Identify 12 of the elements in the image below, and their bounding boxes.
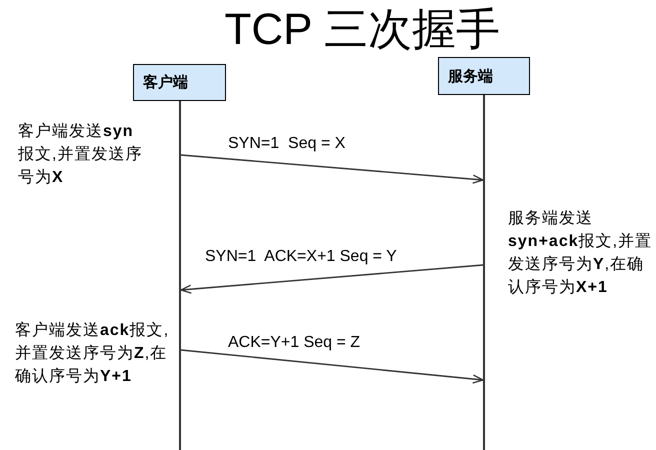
message-label: SYN=1 ACK=X+1 Seq = Y (205, 247, 397, 267)
message-label: ACK=Y+1 Seq = Z (228, 333, 360, 353)
message-label: SYN=1 Seq = X (228, 134, 346, 154)
participant-box: 客户端 (133, 64, 226, 101)
diagram-title: TCP 三次握手 (224, 4, 500, 56)
message-arrow (180, 154, 484, 184)
participant-box: 服务端 (438, 57, 530, 95)
message-arrow (180, 264, 484, 294)
annotation-text: 客户端发送syn报文,并置发送序号为X (18, 122, 144, 188)
annotation-text: 服务端发送syn+ack报文,并置发送序号为Y,在确认序号为X+1 (508, 208, 654, 298)
annotation-text: 客户端发送ack报文,并置发送序号为Z,在确认序号为Y+1 (15, 320, 170, 387)
message-arrow (180, 349, 484, 384)
